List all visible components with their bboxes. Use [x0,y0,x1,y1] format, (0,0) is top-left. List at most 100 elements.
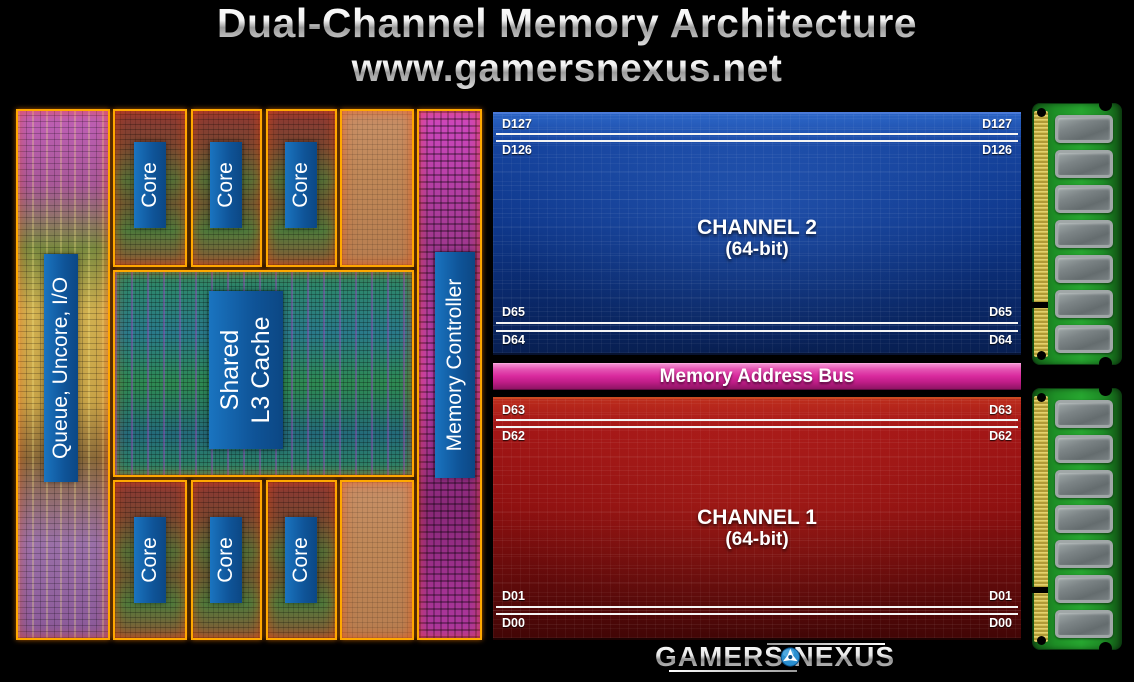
data-line-row: D65 D65 [493,306,1021,319]
channel-1-title: CHANNEL 1 (64-bit) [493,506,1021,550]
d65-label-left: D65 [502,305,525,319]
edge-notch [1099,357,1112,370]
edge-notch [1099,98,1112,111]
d65-label-right: D65 [989,305,1012,319]
memory-chip [1055,400,1113,428]
gold-contacts [1034,111,1048,357]
core-label: Core [210,517,242,603]
channel-2-bus: D127 D127 D126 D126 CHANNEL 2 (64-bit) D… [493,112,1021,355]
d62-label-right: D62 [989,429,1012,443]
channel-1-width: (64-bit) [725,529,789,550]
data-line [496,606,1018,608]
d01-label-right: D01 [989,589,1012,603]
uncore-label-text: Queue, Uncore, I/O [49,276,72,460]
channel-1-name: CHANNEL 1 [697,506,817,529]
memory-address-bus-label: Memory Address Bus [659,365,855,387]
ram-stick-channel-2 [1032,98,1122,370]
core-label: Core [210,142,242,228]
data-line-row: D63 D63 [493,404,1021,417]
logo-text-nexus: NEXUS [793,641,895,672]
data-line [496,140,1018,142]
edge-notch [1099,642,1112,655]
memory-chip [1055,470,1113,498]
core-label-text: Core [138,537,161,583]
data-line [496,322,1018,324]
memory-chip [1055,575,1113,603]
logo-underline [669,670,797,672]
data-line [496,330,1018,332]
channel-2-title: CHANNEL 2 (64-bit) [493,216,1021,260]
memory-chips-column [1055,400,1113,638]
d127-label-left: D127 [502,117,532,131]
l3-cache-label: Shared L3 Cache [209,291,283,449]
channel-2-width: (64-bit) [725,239,789,260]
d00-label-right: D00 [989,616,1012,630]
memory-chip [1055,435,1113,463]
die-region-bottom-right [340,480,414,640]
data-line-row: D64 D64 [493,334,1021,347]
d00-label-left: D00 [502,616,525,630]
d64-label-right: D64 [989,333,1012,347]
core-label: Core [134,517,166,603]
data-line [496,419,1018,421]
core-label: Core [134,142,166,228]
data-line [496,613,1018,615]
data-line-row: D62 D62 [493,430,1021,443]
channel-2-name: CHANNEL 2 [697,216,817,239]
memory-chip [1055,255,1113,283]
gamersnexus-logo: GAMERS NEXUS [655,636,895,678]
core-label: Core [285,142,317,228]
d63-label-right: D63 [989,403,1012,417]
logo-overline [767,643,885,645]
memory-chips-column [1055,115,1113,353]
data-line-row: D127 D127 [493,118,1021,131]
data-line [496,426,1018,428]
memory-controller-label: Memory Controller [435,252,475,478]
memory-chip [1055,150,1113,178]
d126-label-left: D126 [502,143,532,157]
die-region-core-bottom-3 [266,480,337,640]
data-line-row: D01 D01 [493,590,1021,603]
d126-label-right: D126 [982,143,1012,157]
core-label-text: Core [289,537,312,583]
connector-key-notch [1032,586,1048,593]
gamersnexus-emblem-icon [780,647,800,667]
page-title: Dual-Channel Memory Architecture [0,0,1134,47]
cpu-die-shot: Queue, Uncore, I/O Core Core Core Shared… [16,109,482,640]
ram-stick-channel-1 [1032,383,1122,655]
core-label-text: Core [214,537,237,583]
l3-label-line2: L3 Cache [247,316,275,424]
memory-chip [1055,220,1113,248]
core-label: Core [285,517,317,603]
core-label-text: Core [289,162,312,208]
die-region-top-right [340,109,414,267]
memory-chip [1055,115,1113,143]
gold-contacts [1034,396,1048,642]
memory-chip [1055,505,1113,533]
mounting-hole [1037,108,1046,117]
data-line-row: D00 D00 [493,617,1021,630]
mounting-hole [1037,636,1046,645]
header: Dual-Channel Memory Architecture www.gam… [0,0,1134,91]
memory-chip [1055,325,1113,353]
edge-notch [1099,383,1112,396]
d127-label-right: D127 [982,117,1012,131]
d63-label-left: D63 [502,403,525,417]
data-line-row: D126 D126 [493,144,1021,157]
connector-key-notch [1032,301,1048,308]
data-line [496,133,1018,135]
core-label-text: Core [214,162,237,208]
d64-label-left: D64 [502,333,525,347]
site-url-text: www.gamersnexus.net [0,47,1134,91]
memory-chip [1055,610,1113,638]
channel-1-bus: D63 D63 D62 D62 CHANNEL 1 (64-bit) D01 D… [493,397,1021,640]
memory-controller-label-text: Memory Controller [443,278,466,452]
memory-chip [1055,185,1113,213]
logo-text-gamers: GAMERS [655,641,784,672]
mounting-hole [1037,351,1046,360]
memory-address-bus: Memory Address Bus [493,363,1021,390]
memory-chip [1055,540,1113,568]
d62-label-left: D62 [502,429,525,443]
core-label-text: Core [138,162,161,208]
